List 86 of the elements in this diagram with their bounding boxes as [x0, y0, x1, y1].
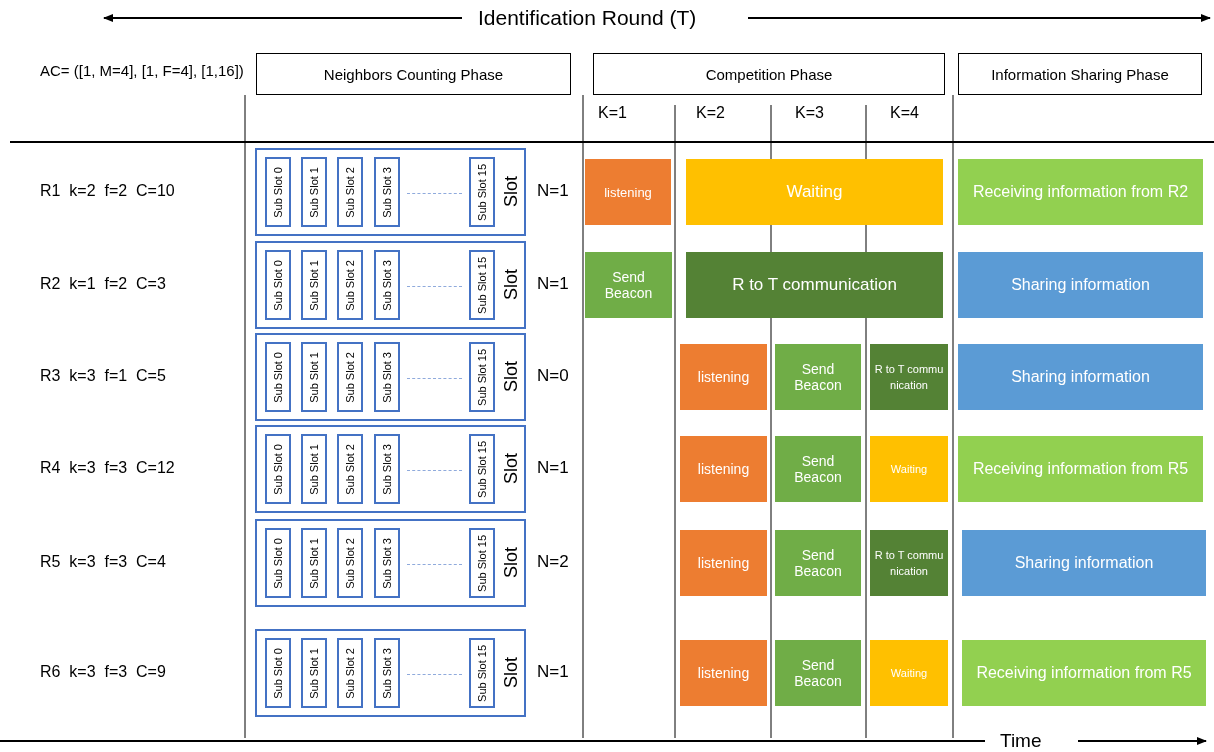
- sub-slot: Sub Slot 0: [265, 638, 291, 708]
- title: Identification Round (T): [478, 6, 697, 30]
- activity-box: Receiving information from R5: [962, 640, 1206, 706]
- activity-box: listening: [585, 159, 671, 225]
- sub-slot: Sub Slot 0: [265, 342, 291, 412]
- sub-slot: Sub Slot 3: [374, 528, 400, 598]
- sub-slot: Sub Slot 1: [301, 434, 327, 504]
- sub-slot: Sub Slot 15: [469, 250, 495, 320]
- sub-slot: Sub Slot 3: [374, 434, 400, 504]
- activity-box: R to T communication: [686, 252, 943, 318]
- n-value: N=1: [537, 181, 569, 201]
- activity-box: Receiving information from R5: [958, 436, 1203, 502]
- sub-slot: Sub Slot 2: [337, 528, 363, 598]
- slot-label: Slot: [501, 547, 522, 579]
- activity-box: R to T communication: [870, 530, 948, 596]
- slot-label: Slot: [501, 176, 522, 208]
- activity-box: Send Beacon: [775, 530, 861, 596]
- row-params: R3 k=3 f=1 C=5: [40, 367, 166, 385]
- n-value: N=1: [537, 274, 569, 294]
- activity-box: Sharing information: [962, 530, 1206, 596]
- phase-header: Competition Phase: [593, 53, 945, 95]
- activity-box: listening: [680, 640, 767, 706]
- k-label: K=4: [890, 104, 919, 122]
- sub-slot: Sub Slot 1: [301, 157, 327, 227]
- activity-box: Send Beacon: [585, 252, 672, 318]
- slot-frame: [255, 629, 526, 717]
- activity-box: Receiving information from R2: [958, 159, 1203, 225]
- sub-slot: Sub Slot 1: [301, 342, 327, 412]
- activity-box: Send Beacon: [775, 344, 861, 410]
- sub-slot: Sub Slot 3: [374, 638, 400, 708]
- k-label: K=3: [795, 104, 824, 122]
- sub-slot: Sub Slot 2: [337, 157, 363, 227]
- activity-box: listening: [680, 436, 767, 502]
- n-value: N=2: [537, 552, 569, 572]
- row-params: R6 k=3 f=3 C=9: [40, 663, 166, 681]
- sub-slot: Sub Slot 2: [337, 342, 363, 412]
- sub-slot: Sub Slot 0: [265, 528, 291, 598]
- phase-header: Information Sharing Phase: [958, 53, 1202, 95]
- row-params: R4 k=3 f=3 C=12: [40, 459, 175, 477]
- slot-label: Slot: [501, 269, 522, 301]
- activity-box: Waiting: [870, 640, 948, 706]
- sub-slot: Sub Slot 1: [301, 638, 327, 708]
- k-label: K=2: [696, 104, 725, 122]
- sub-slot: Sub Slot 2: [337, 434, 363, 504]
- sub-slot: Sub Slot 15: [469, 342, 495, 412]
- n-value: N=1: [537, 458, 569, 478]
- activity-box: Waiting: [870, 436, 948, 502]
- row-params: R5 k=3 f=3 C=4: [40, 553, 166, 571]
- slot-frame: [255, 333, 526, 421]
- sub-slot: Sub Slot 2: [337, 638, 363, 708]
- sub-slot: Sub Slot 3: [374, 250, 400, 320]
- activity-box: Send Beacon: [775, 436, 861, 502]
- n-value: N=0: [537, 366, 569, 386]
- ac-formula: AC= ([1, M=4], [1, F=4], [1,16]): [40, 61, 245, 81]
- sub-slot: Sub Slot 3: [374, 157, 400, 227]
- activity-box: listening: [680, 530, 767, 596]
- sub-slot: Sub Slot 15: [469, 434, 495, 504]
- sub-slot: Sub Slot 0: [265, 434, 291, 504]
- n-value: N=1: [537, 662, 569, 682]
- activity-box: Send Beacon: [775, 640, 861, 706]
- sub-slot: Sub Slot 1: [301, 528, 327, 598]
- slot-label: Slot: [501, 361, 522, 393]
- sub-slot: Sub Slot 15: [469, 528, 495, 598]
- activity-box: Sharing information: [958, 344, 1203, 410]
- sub-slot: Sub Slot 15: [469, 157, 495, 227]
- slot-frame: [255, 425, 526, 513]
- sub-slot: Sub Slot 0: [265, 250, 291, 320]
- slot-label: Slot: [501, 657, 522, 689]
- sub-slot: Sub Slot 1: [301, 250, 327, 320]
- row-params: R2 k=1 f=2 C=3: [40, 275, 166, 293]
- slot-frame: [255, 519, 526, 607]
- sub-slot: Sub Slot 3: [374, 342, 400, 412]
- sub-slot: Sub Slot 0: [265, 157, 291, 227]
- axis-label: Time: [1000, 730, 1042, 752]
- sub-slot: Sub Slot 2: [337, 250, 363, 320]
- k-label: K=1: [598, 104, 627, 122]
- activity-box: listening: [680, 344, 767, 410]
- row-params: R1 k=2 f=2 C=10: [40, 182, 175, 200]
- activity-box: Waiting: [686, 159, 943, 225]
- sub-slot: Sub Slot 15: [469, 638, 495, 708]
- activity-box: Sharing information: [958, 252, 1203, 318]
- slot-label: Slot: [501, 453, 522, 485]
- slot-frame: [255, 148, 526, 236]
- slot-frame: [255, 241, 526, 329]
- activity-box: R to T communication: [870, 344, 948, 410]
- phase-header: Neighbors Counting Phase: [256, 53, 571, 95]
